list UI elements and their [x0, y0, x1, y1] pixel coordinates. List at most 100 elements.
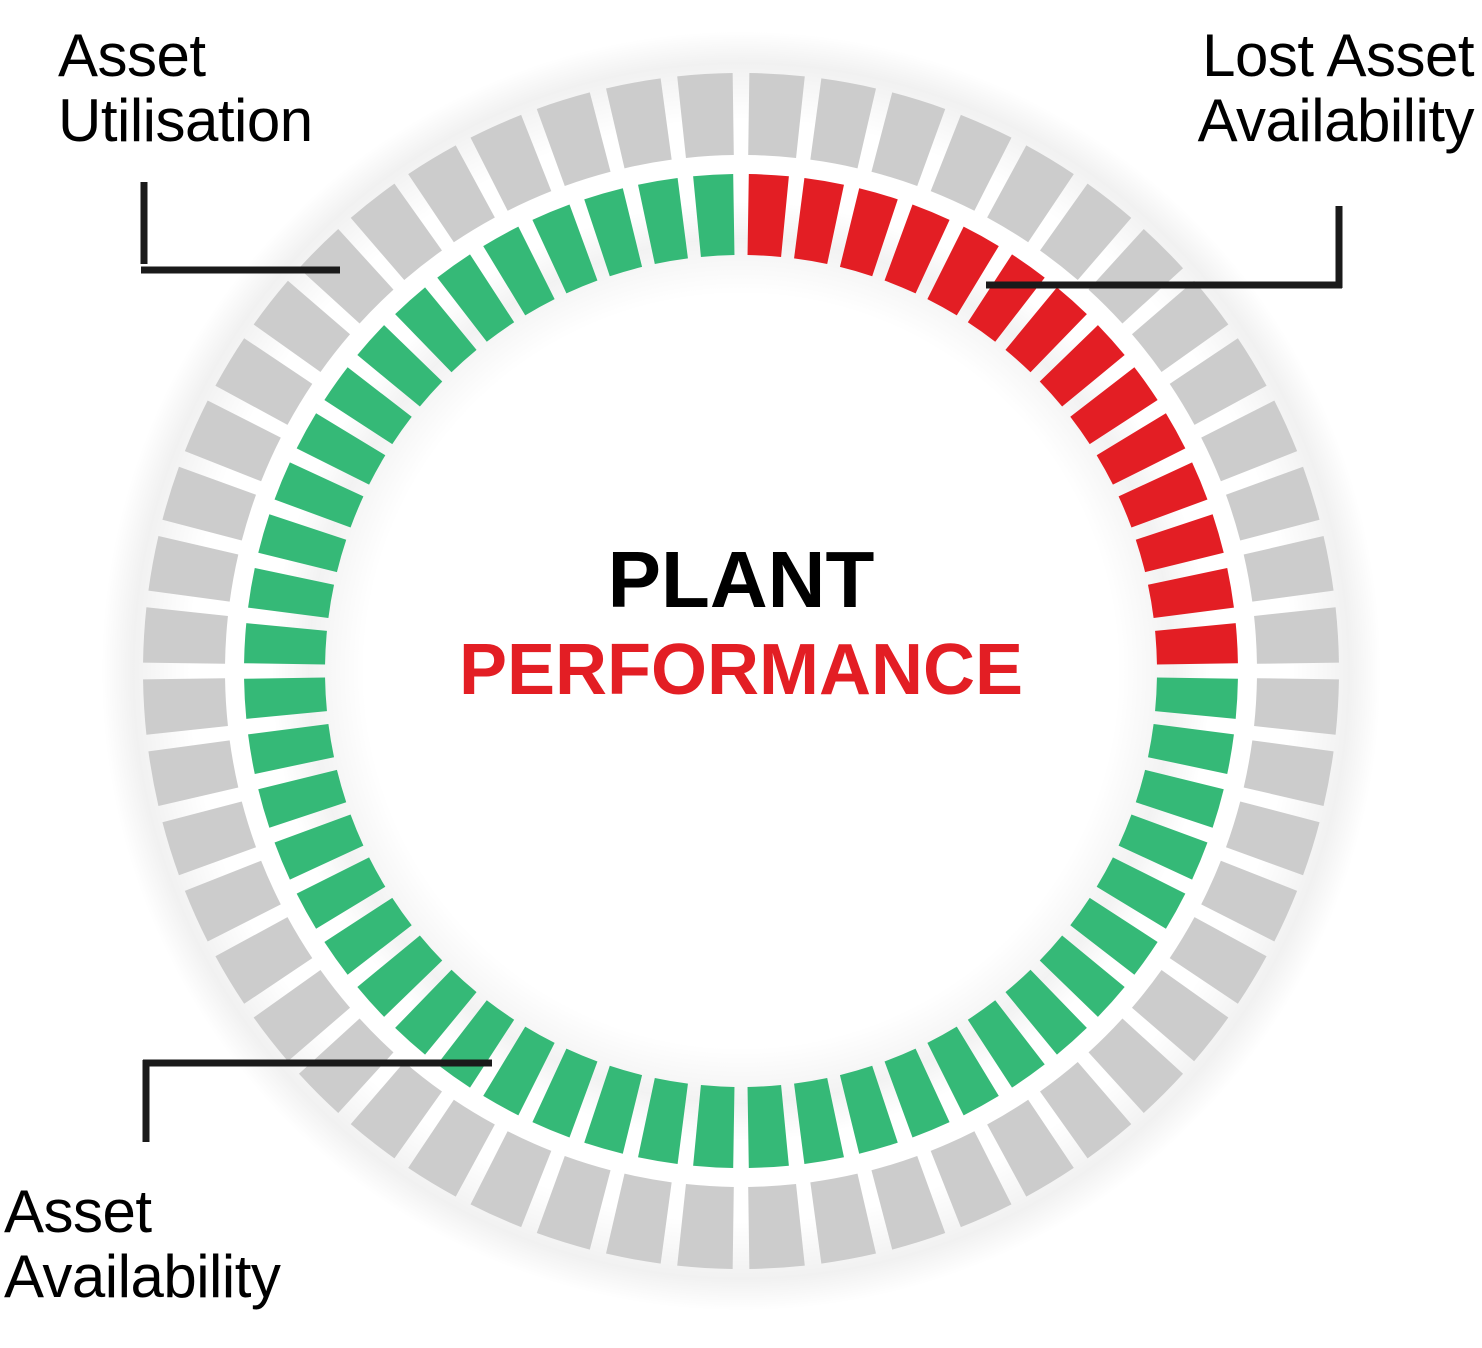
ring-segment [1040, 1061, 1132, 1159]
ring-segment [967, 1000, 1045, 1088]
inner-disc-shadow [271, 201, 1211, 1141]
ring-segment [408, 1099, 495, 1197]
leader-line-bottom-left [142, 1059, 492, 1142]
ring-segment [148, 740, 239, 806]
ring-segment [258, 769, 347, 828]
ring-segment [1225, 801, 1320, 876]
ring-segment [483, 1026, 555, 1116]
label-asset-availability: Asset Availability [4, 1178, 281, 1310]
ring-segment [296, 857, 386, 929]
ring-segment [532, 204, 598, 294]
ring-segment [1135, 769, 1224, 828]
ring-segment [162, 801, 257, 876]
ring-segment [1131, 280, 1229, 372]
ring-segment [584, 188, 643, 277]
ring-segment [1254, 607, 1339, 664]
outer-ring-asset-utilisation [143, 73, 1339, 1269]
ring-segment [1155, 623, 1238, 665]
ring-segment [794, 1077, 844, 1164]
ring-segment [1135, 514, 1224, 573]
ring-segment [693, 174, 735, 257]
ring-segment [1225, 466, 1320, 541]
ring-segment [693, 1085, 735, 1168]
ring-segment [839, 1065, 898, 1154]
ring-segment [884, 204, 950, 294]
inner-ring-availability [244, 174, 1238, 1168]
ring-segment [324, 367, 412, 445]
ring-segment [1088, 1018, 1184, 1114]
ring-segment [184, 860, 281, 942]
ring-segment [871, 1155, 946, 1250]
ring-segment [810, 78, 876, 169]
ring-segment [1070, 367, 1158, 445]
ring-segment [395, 287, 477, 373]
ring-segment [748, 73, 805, 158]
ring-segment [1039, 935, 1125, 1017]
label-lost-asset-availability: Lost Asset Availability [1197, 22, 1475, 154]
ring-segment [215, 338, 313, 425]
page-title: PLANT [607, 535, 875, 624]
ring-segment [871, 92, 946, 187]
ring-segment [747, 174, 789, 257]
ring-segment [930, 114, 1012, 211]
ring-segment [927, 1026, 999, 1116]
ring-segment [987, 1099, 1074, 1197]
ring-segment [1131, 970, 1229, 1062]
ring-segment [794, 178, 844, 265]
ring-segment [395, 969, 477, 1055]
ring-segment [677, 73, 734, 158]
ring-segment [536, 1155, 611, 1250]
ring-segment [1243, 536, 1334, 602]
ring-segment [606, 1173, 672, 1264]
ring-segment [253, 280, 351, 372]
ring-segment [148, 536, 239, 602]
ring-segment [677, 1184, 734, 1269]
ring-segment [747, 1085, 789, 1168]
ring-segment [927, 226, 999, 316]
ring-segment [437, 254, 515, 342]
ring-segment [606, 78, 672, 169]
ring-segment [274, 814, 364, 880]
page-subtitle: PERFORMANCE [458, 630, 1023, 710]
ring-segment [1005, 287, 1087, 373]
ring-segment [1155, 677, 1238, 719]
ring-segment [987, 145, 1074, 243]
ring-segment [298, 228, 394, 324]
ring-segment [1088, 228, 1184, 324]
ring-segment [1096, 413, 1186, 485]
ring-segment [470, 1131, 552, 1228]
ring-segment [839, 188, 898, 277]
ring-segment [324, 897, 412, 975]
ring-segment [184, 400, 281, 482]
label-asset-utilisation: Asset Utilisation [58, 22, 313, 154]
ring-segment [1118, 462, 1208, 528]
ring-segment [408, 145, 495, 243]
ring-segment [162, 466, 257, 541]
ring-segment [253, 970, 351, 1062]
ring-segment [274, 462, 364, 528]
ring-segment [1201, 400, 1298, 482]
ring-segment [215, 917, 313, 1004]
ring-segment [748, 1184, 805, 1269]
ring-segment [1169, 338, 1267, 425]
ring-segment [1254, 678, 1339, 735]
ring-segment [350, 183, 442, 281]
ring-segment [536, 92, 611, 187]
ring-segment [532, 1048, 598, 1138]
ring-segment [357, 325, 443, 407]
ring-segment [483, 226, 555, 316]
ring-segment [470, 114, 552, 211]
leader-line-top-left [140, 182, 340, 274]
ring-segment [584, 1065, 643, 1154]
ring-segment [638, 1077, 688, 1164]
ring-segment [638, 178, 688, 265]
ring-segment [1243, 740, 1334, 806]
leader-line-top-right [986, 206, 1343, 289]
ring-segment [1005, 969, 1087, 1055]
ring-segment [1096, 857, 1186, 929]
ring-segment [1147, 724, 1234, 774]
ring-segment [1118, 814, 1208, 880]
ring-segment [143, 678, 228, 735]
